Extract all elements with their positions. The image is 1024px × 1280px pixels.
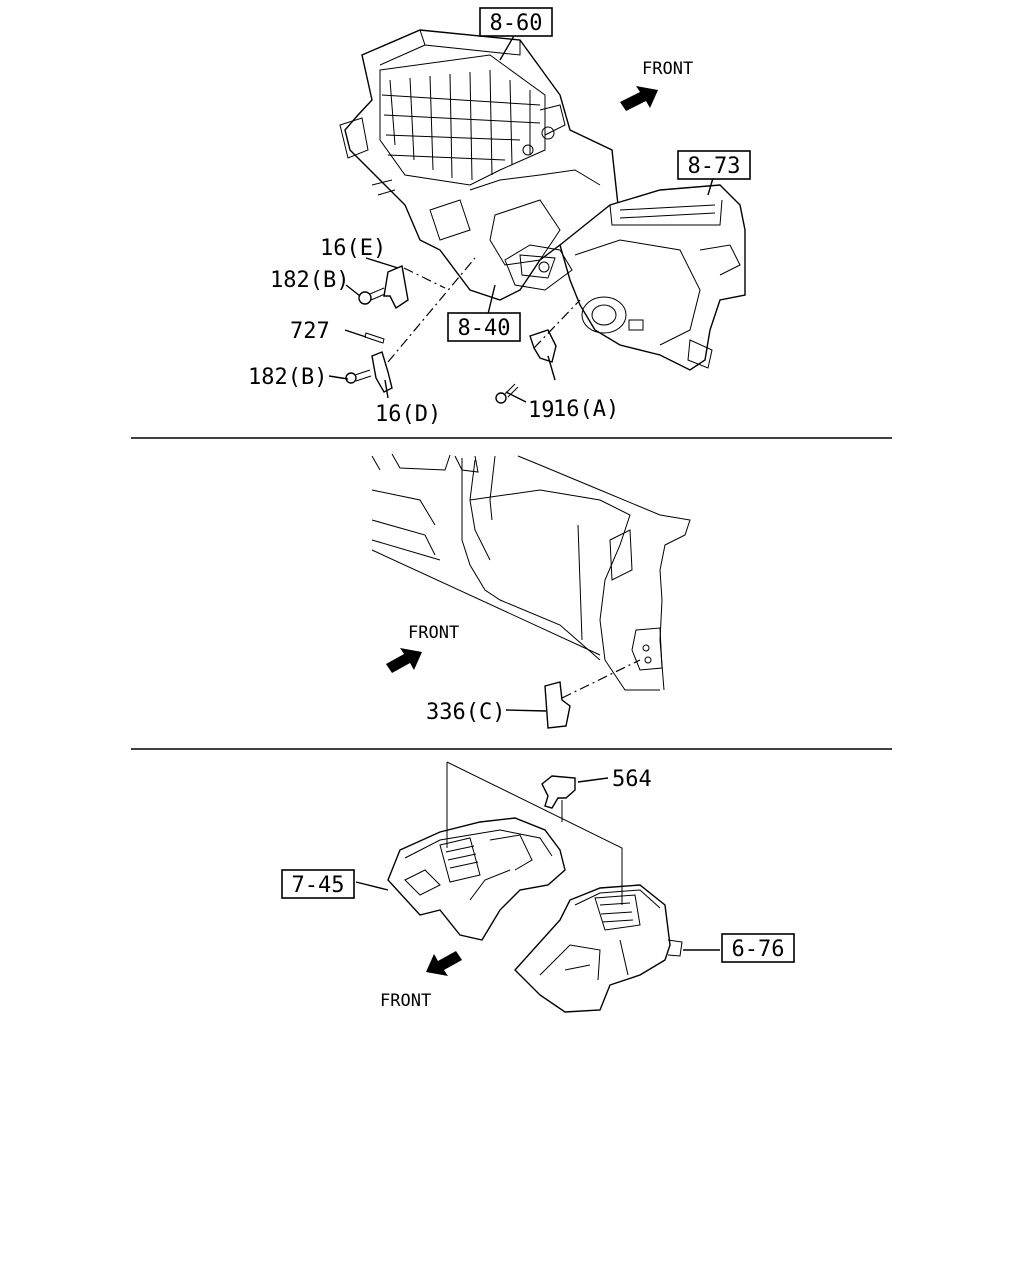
assembly-line [387,257,476,363]
ref-box-7-45 [281,869,355,899]
front-label: FRONT [380,991,431,1011]
assembly-line [561,659,641,699]
bracket-16e [383,265,409,310]
leader-line [355,777,720,951]
ref-8-73: 8-73 [688,154,741,179]
hvac-unit-section: 8-60 8-73 8-40 16(E) 182(B) 727 182(B) 1… [248,7,751,427]
clip-336c [544,681,571,729]
callout-16d: 16(D) [375,402,441,427]
callout-336c: 336(C) [426,700,505,725]
front-label: FRONT [642,59,693,79]
console-section: 564 7-45 6-76 FRONT [281,761,795,1013]
callout-564: 564 [612,767,652,792]
clip-564 [541,775,576,809]
callout-182b-upper: 182(B) [270,268,349,293]
ref-box-8-40 [447,312,521,342]
dash-panel-drawing [371,453,691,691]
callout-727: 727 [290,319,330,344]
ref-6-76: 6-76 [732,937,785,962]
callout-16a: 16(A) [553,397,619,422]
front-label: FRONT [408,623,459,643]
screw-182b-upper [358,287,386,305]
blower-unit-drawing [559,184,746,371]
ref-box-8-73 [677,150,751,180]
assembly-line [533,299,581,349]
leader-line [328,33,714,403]
screw-182b-lower [345,369,372,384]
front-arrow-icon [426,951,462,976]
bracket-16d [371,351,393,393]
ref-box-8-60 [479,7,553,37]
assembly-line [446,761,623,905]
front-arrow-icon [620,86,658,111]
callout-19: 19 [528,398,555,423]
callout-182b-lower: 182(B) [248,365,327,390]
front-arrow-icon [386,648,422,673]
duct-drawing [504,244,573,291]
leader-line [505,709,547,712]
ref-8-40: 8-40 [458,316,511,341]
console-6-76-drawing [514,884,683,1013]
callout-16e: 16(E) [320,236,386,261]
ref-8-60: 8-60 [490,11,543,36]
bracket-16a [529,329,557,363]
screw-19 [495,383,519,404]
assembly-line [403,267,446,289]
ref-7-45: 7-45 [292,873,345,898]
ref-box-6-76 [721,933,795,963]
console-7-45-drawing [387,817,566,941]
hvac-case-drawing [339,29,619,301]
pin-727 [364,332,385,344]
dash-panel-section: 336(C) FRONT [371,453,691,729]
